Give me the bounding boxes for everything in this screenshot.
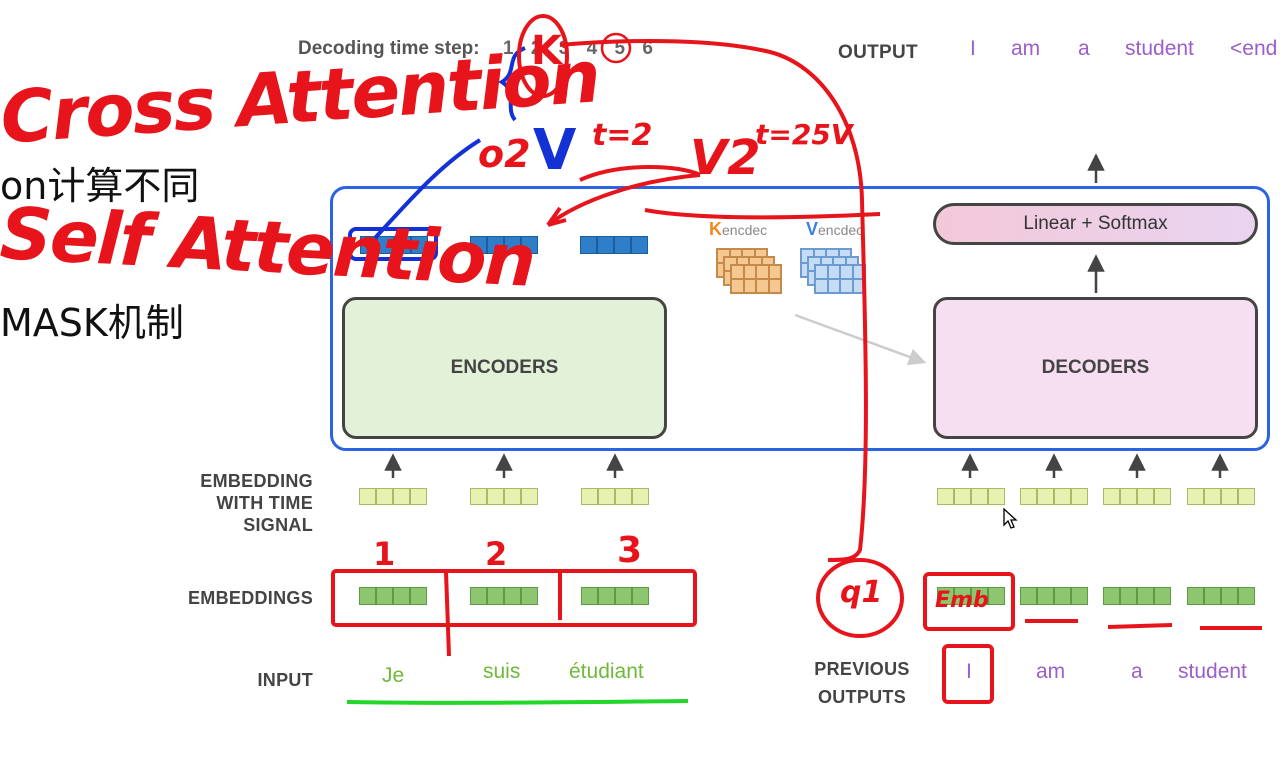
linear-softmax-box: Linear + Softmax xyxy=(933,203,1258,245)
input-token: Je xyxy=(382,664,405,687)
up-arrows xyxy=(384,153,1229,478)
time-embedding-vector xyxy=(1187,488,1255,505)
k-encdec-label: Kencdec xyxy=(709,219,767,240)
encoders-box: ENCODERS xyxy=(342,297,667,439)
v-letter: V xyxy=(806,219,819,239)
blue-brace xyxy=(498,46,526,122)
label-line: PREVIOUS xyxy=(814,659,910,679)
note-t2: t=2 xyxy=(592,118,653,153)
note-v-mark: V xyxy=(533,118,577,183)
red-arrowhead xyxy=(546,206,567,227)
note-k-mark: K xyxy=(531,28,562,74)
previous-output-token: a xyxy=(1131,660,1143,683)
output-token: student xyxy=(1125,37,1194,60)
note-emb-mark: Emb xyxy=(935,588,989,613)
note-num-1: 1 xyxy=(373,535,396,573)
output-label: OUTPUT xyxy=(838,42,918,63)
v-sub: encdec xyxy=(818,222,864,238)
previous-outputs-label: PREVIOUS OUTPUTS xyxy=(812,655,912,711)
red-annotations xyxy=(331,14,1262,704)
embedding-vector xyxy=(359,587,427,605)
blue-highlight-box xyxy=(348,227,438,261)
embedding-time-label: EMBEDDING WITH TIME SIGNAL xyxy=(150,470,313,536)
output-token: <end xyxy=(1230,37,1278,60)
encoder-output-vector xyxy=(360,236,428,254)
time-embedding-vector xyxy=(359,488,427,505)
time-embedding-vector xyxy=(470,488,538,505)
transformer-container xyxy=(330,186,1270,451)
kv-to-decoder-arrow xyxy=(794,313,927,366)
note-q1: q1 xyxy=(840,575,883,610)
time-embedding-vector xyxy=(1103,488,1171,505)
time-step: 6 xyxy=(642,38,653,59)
time-embedding-vector xyxy=(581,488,649,505)
blue-annotations xyxy=(348,46,526,261)
input-underline xyxy=(346,699,689,705)
red-long-curve xyxy=(559,38,868,562)
time-step: 5 xyxy=(614,38,626,59)
embedding-vector xyxy=(1020,587,1088,605)
k-letter: K xyxy=(709,219,722,239)
previous-output-token: am xyxy=(1036,660,1066,683)
label-line: WITH TIME xyxy=(216,493,313,513)
embedding-vector xyxy=(1103,587,1171,605)
output-token: a xyxy=(1078,37,1090,60)
label-line: OUTPUTS xyxy=(817,687,907,707)
note-o2: o2 xyxy=(478,132,531,176)
red-divider xyxy=(444,571,451,657)
note-num-3: 3 xyxy=(617,530,643,571)
red-circle-k xyxy=(517,14,569,98)
encoder-output-vector xyxy=(470,236,538,254)
time-step: 4 xyxy=(586,38,598,59)
red-underline-top xyxy=(644,208,881,220)
embedding-vector xyxy=(937,587,1005,605)
time-step-list: 1 2 3 4 5 6 xyxy=(503,38,653,60)
v-encdec-label: Vencdec xyxy=(806,219,863,240)
time-step-label: Decoding time step: xyxy=(298,38,480,59)
note-v2: V2 xyxy=(690,130,761,186)
input-token: étudiant xyxy=(569,660,644,683)
red-circle-step xyxy=(600,32,632,64)
k-sub: encdec xyxy=(722,222,768,238)
label-line: EMBEDDING xyxy=(200,471,313,491)
time-embedding-vector xyxy=(937,488,1005,505)
output-token: am xyxy=(1011,37,1041,60)
note-cjk-line2: MASK机制 xyxy=(0,301,184,345)
embedding-vector xyxy=(470,587,538,605)
previous-output-token: student xyxy=(1178,660,1247,683)
red-circle-q xyxy=(816,558,904,638)
note-cjk-line1: on计算不同 xyxy=(0,164,200,208)
time-step: 3 xyxy=(558,38,570,59)
embedding-vector xyxy=(581,587,649,605)
input-label: INPUT xyxy=(257,670,313,690)
embedding-vector xyxy=(1187,587,1255,605)
output-token: I xyxy=(970,37,976,60)
previous-output-token: I xyxy=(966,660,972,683)
input-token: suis xyxy=(483,660,521,683)
blue-stroke xyxy=(373,138,482,240)
red-dash xyxy=(1107,623,1173,629)
mouse-cursor-icon xyxy=(1003,508,1018,529)
embeddings-label: EMBEDDINGS xyxy=(187,588,313,608)
time-step: 1 xyxy=(503,38,514,59)
red-token-box xyxy=(942,644,994,704)
label-line: SIGNAL xyxy=(243,515,313,535)
time-step: 2 xyxy=(530,38,542,59)
note-num-2: 2 xyxy=(485,535,508,573)
red-emb-box xyxy=(923,572,1015,631)
red-arrow-curve xyxy=(546,165,701,227)
red-embedding-box xyxy=(331,569,697,627)
time-embedding-vector xyxy=(1020,488,1088,505)
note-t25: t=25V xyxy=(755,118,853,151)
encoder-output-vector xyxy=(580,236,648,254)
decoders-box: DECODERS xyxy=(933,297,1258,439)
